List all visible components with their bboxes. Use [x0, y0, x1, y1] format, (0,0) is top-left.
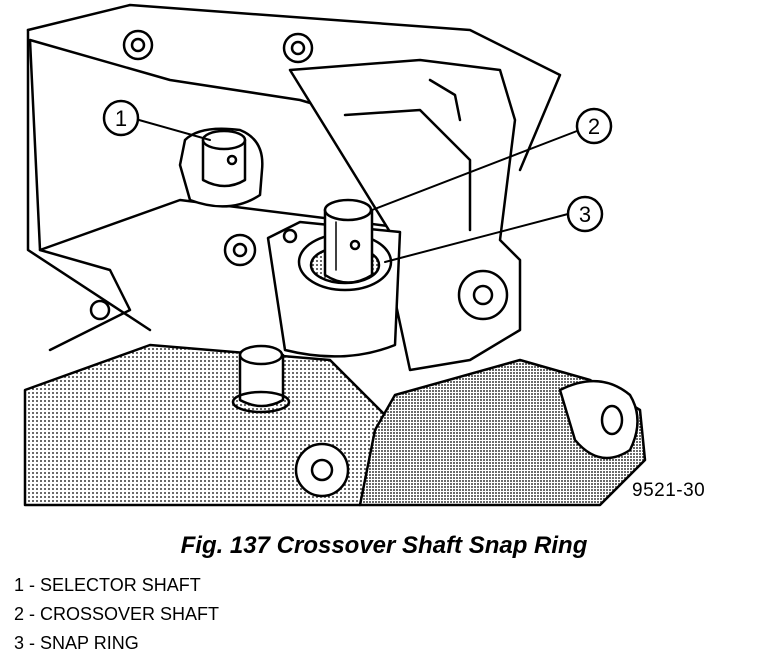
valve-body-illustration: 1 2 3: [23, 3, 647, 507]
housing-top-edge: [26, 3, 562, 172]
legend-item: 2 - CROSSOVER SHAFT: [14, 604, 220, 624]
figure-id: 9521-30: [632, 480, 706, 501]
legend-list: 1 - SELECTOR SHAFT 2 - CROSSOVER SHAFT 3…: [14, 574, 219, 661]
selector-shaft: [201, 138, 247, 188]
figure-caption: Fig. 137 Crossover Shaft Snap Ring: [180, 532, 588, 559]
callout-2-number: 2: [588, 114, 600, 139]
callout-1-number: 1: [115, 106, 127, 131]
legend-item: 1 - SELECTOR SHAFT: [14, 575, 201, 595]
callout-3-number: 3: [579, 202, 591, 227]
legend-item: 3 - SNAP RING: [14, 633, 139, 653]
